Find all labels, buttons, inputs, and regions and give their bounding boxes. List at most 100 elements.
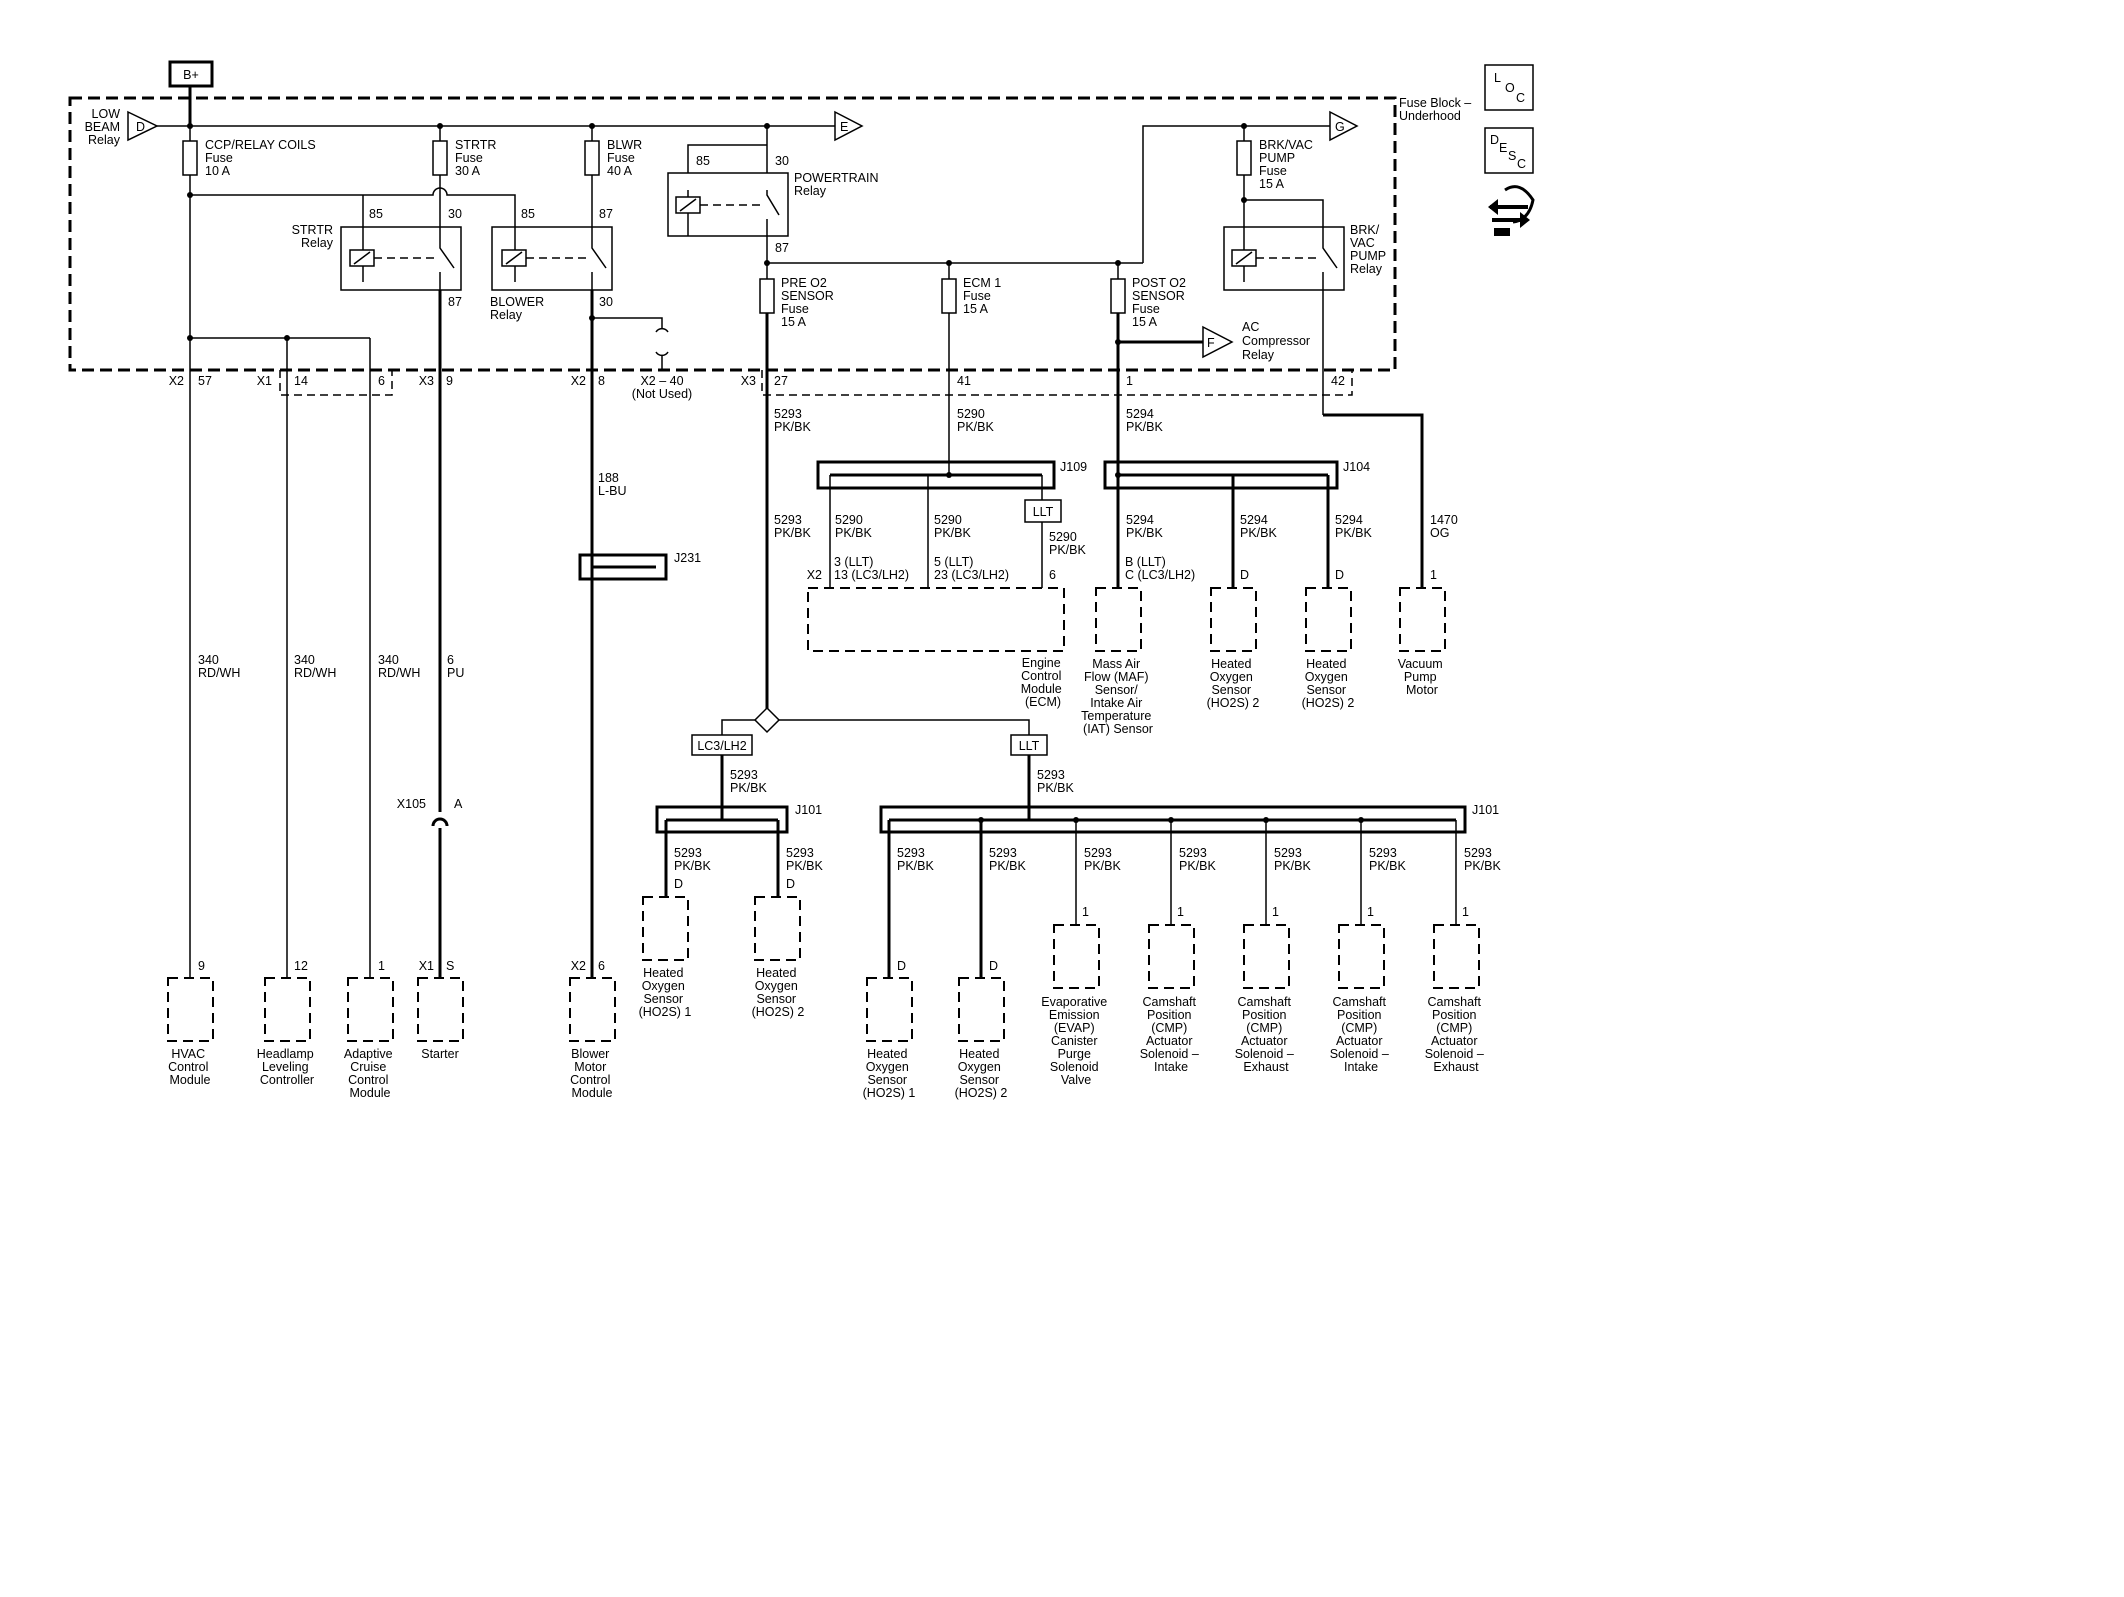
ho2s-2-b-component[interactable]	[1305, 587, 1352, 652]
svg-text:LLT: LLT	[1033, 505, 1054, 519]
cmp-intake-1-component[interactable]	[1148, 924, 1195, 989]
svg-text:1: 1	[378, 959, 385, 973]
svg-text:9: 9	[198, 959, 205, 973]
hvac-module-component[interactable]	[167, 977, 214, 1042]
svg-text:5293: 5293	[1084, 846, 1112, 860]
svg-text:30: 30	[775, 154, 789, 168]
svg-text:PK/BK: PK/BK	[1274, 859, 1311, 873]
ho2s-2-bottom-component[interactable]	[958, 977, 1005, 1042]
svg-text:PUMP: PUMP	[1259, 151, 1295, 165]
x105-connector	[431, 817, 449, 827]
j101-right-splice	[879, 805, 1467, 834]
svg-text:X1: X1	[257, 374, 272, 388]
svg-text:X2: X2	[169, 374, 184, 388]
hvac-label: HVAC Control Module	[168, 1047, 212, 1087]
j101-left-splice	[655, 805, 789, 834]
svg-text:A: A	[454, 797, 463, 811]
vacuum-pump-component[interactable]	[1399, 587, 1446, 652]
svg-text:C: C	[1517, 157, 1526, 171]
ccp-fuse	[182, 140, 198, 176]
connector-view-icon[interactable]	[1488, 185, 1535, 236]
svg-text:L: L	[1494, 71, 1501, 85]
svg-text:X2: X2	[571, 374, 586, 388]
ho2s-1-left-label: Heated Oxygen Sensor (HO2S) 1	[639, 966, 692, 1019]
maf-sensor-component[interactable]	[1095, 587, 1142, 652]
ecm-component[interactable]	[807, 587, 1065, 652]
low-beam-label-1: LOW	[92, 107, 121, 121]
connector-g-arrow[interactable]	[1329, 110, 1359, 142]
svg-text:1: 1	[1126, 374, 1133, 388]
cmp-exhaust-2-component[interactable]	[1433, 924, 1480, 989]
svg-text:23 (LC3/LH2): 23 (LC3/LH2)	[934, 568, 1009, 582]
strtr-fuse-type: Fuse	[455, 151, 483, 165]
headlamp-label: Headlamp Leveling Controller	[257, 1047, 317, 1087]
description-icon[interactable]: D E S C	[1484, 127, 1534, 174]
svg-text:1: 1	[1367, 905, 1374, 919]
svg-text:C: C	[1516, 91, 1525, 105]
svg-text:5293: 5293	[1464, 846, 1492, 860]
svg-text:ECM 1: ECM 1	[963, 276, 1001, 290]
svg-text:PK/BK: PK/BK	[1037, 781, 1074, 795]
ho2s-2-left-label: Heated Oxygen Sensor (HO2S) 2	[752, 966, 805, 1019]
j109-splice	[816, 460, 1056, 490]
svg-text:D: D	[897, 959, 906, 973]
svg-text:E: E	[1499, 141, 1507, 155]
location-icon[interactable]: L O C	[1484, 64, 1534, 111]
svg-text:1470: 1470	[1430, 513, 1458, 527]
ho2s-1-left-component[interactable]	[642, 896, 689, 961]
svg-text:PRE O2: PRE O2	[781, 276, 827, 290]
adaptive-cruise-component[interactable]	[347, 977, 394, 1042]
svg-text:12: 12	[294, 959, 308, 973]
ho2s-1-bottom-component[interactable]	[866, 977, 913, 1042]
x3-connector-outline	[761, 370, 1353, 396]
svg-text:O: O	[1505, 81, 1515, 95]
strtr-relay-switch	[439, 227, 455, 290]
svg-text:F: F	[1207, 336, 1215, 350]
headlamp-leveling-component[interactable]	[264, 977, 311, 1042]
acc-label: Adaptive Cruise Control Module	[344, 1047, 396, 1100]
svg-text:1: 1	[1430, 568, 1437, 582]
ccp-fuse-rating: 10 A	[205, 164, 231, 178]
svg-text:J231: J231	[674, 551, 701, 565]
svg-text:PK/BK: PK/BK	[786, 859, 823, 873]
svg-text:5294: 5294	[1240, 513, 1268, 527]
ecm1-fuse	[941, 278, 957, 314]
fuse-block-boundary	[68, 96, 1397, 372]
svg-text:5293: 5293	[1274, 846, 1302, 860]
svg-text:Compressor: Compressor	[1242, 334, 1310, 348]
connector-f-arrow[interactable]	[1202, 325, 1234, 359]
svg-text:Fuse: Fuse	[1132, 302, 1160, 316]
x1-connector-outline	[279, 370, 393, 396]
option-split-diamond	[753, 706, 781, 734]
svg-text:S: S	[446, 959, 454, 973]
maf-label: Mass Air Flow (MAF) Sensor/ Intake Air T…	[1081, 657, 1155, 736]
ho2s-2-a-component[interactable]	[1210, 587, 1257, 652]
svg-text:30: 30	[599, 295, 613, 309]
j104-splice	[1103, 460, 1339, 490]
svg-text:5293: 5293	[1037, 768, 1065, 782]
wiring-diagram: Fuse Block – Underhood B+ L O C D E S C …	[68, 60, 1535, 1100]
svg-text:8: 8	[598, 374, 605, 388]
connector-e-arrow[interactable]	[834, 110, 864, 142]
starter-label: Starter	[421, 1047, 459, 1061]
svg-text:5293: 5293	[1369, 846, 1397, 860]
cmp-exhaust-1-component[interactable]	[1243, 924, 1290, 989]
cmp-intake-1-label: Camshaft Position (CMP) Actuator Solenoi…	[1140, 995, 1203, 1074]
evap-purge-valve-component[interactable]	[1053, 924, 1100, 989]
low-beam-letter: D	[136, 120, 145, 134]
blower-motor-module-component[interactable]	[569, 977, 616, 1042]
svg-text:87: 87	[775, 241, 789, 255]
svg-text:5 (LLT): 5 (LLT)	[934, 555, 973, 569]
svg-text:SENSOR: SENSOR	[781, 289, 834, 303]
cmp-intake-2-component[interactable]	[1338, 924, 1385, 989]
svg-text:PK/BK: PK/BK	[897, 859, 934, 873]
b-plus-label: B+	[183, 68, 199, 82]
j231-splice	[578, 553, 668, 581]
ho2s-2-left-component[interactable]	[754, 896, 801, 961]
svg-text:AC: AC	[1242, 320, 1259, 334]
starter-component[interactable]	[417, 977, 464, 1042]
svg-text:VAC: VAC	[1350, 236, 1375, 250]
svg-text:6: 6	[598, 959, 605, 973]
cmp-exhaust-1-label: Camshaft Position (CMP) Actuator Solenoi…	[1235, 995, 1298, 1074]
svg-text:85: 85	[521, 207, 535, 221]
